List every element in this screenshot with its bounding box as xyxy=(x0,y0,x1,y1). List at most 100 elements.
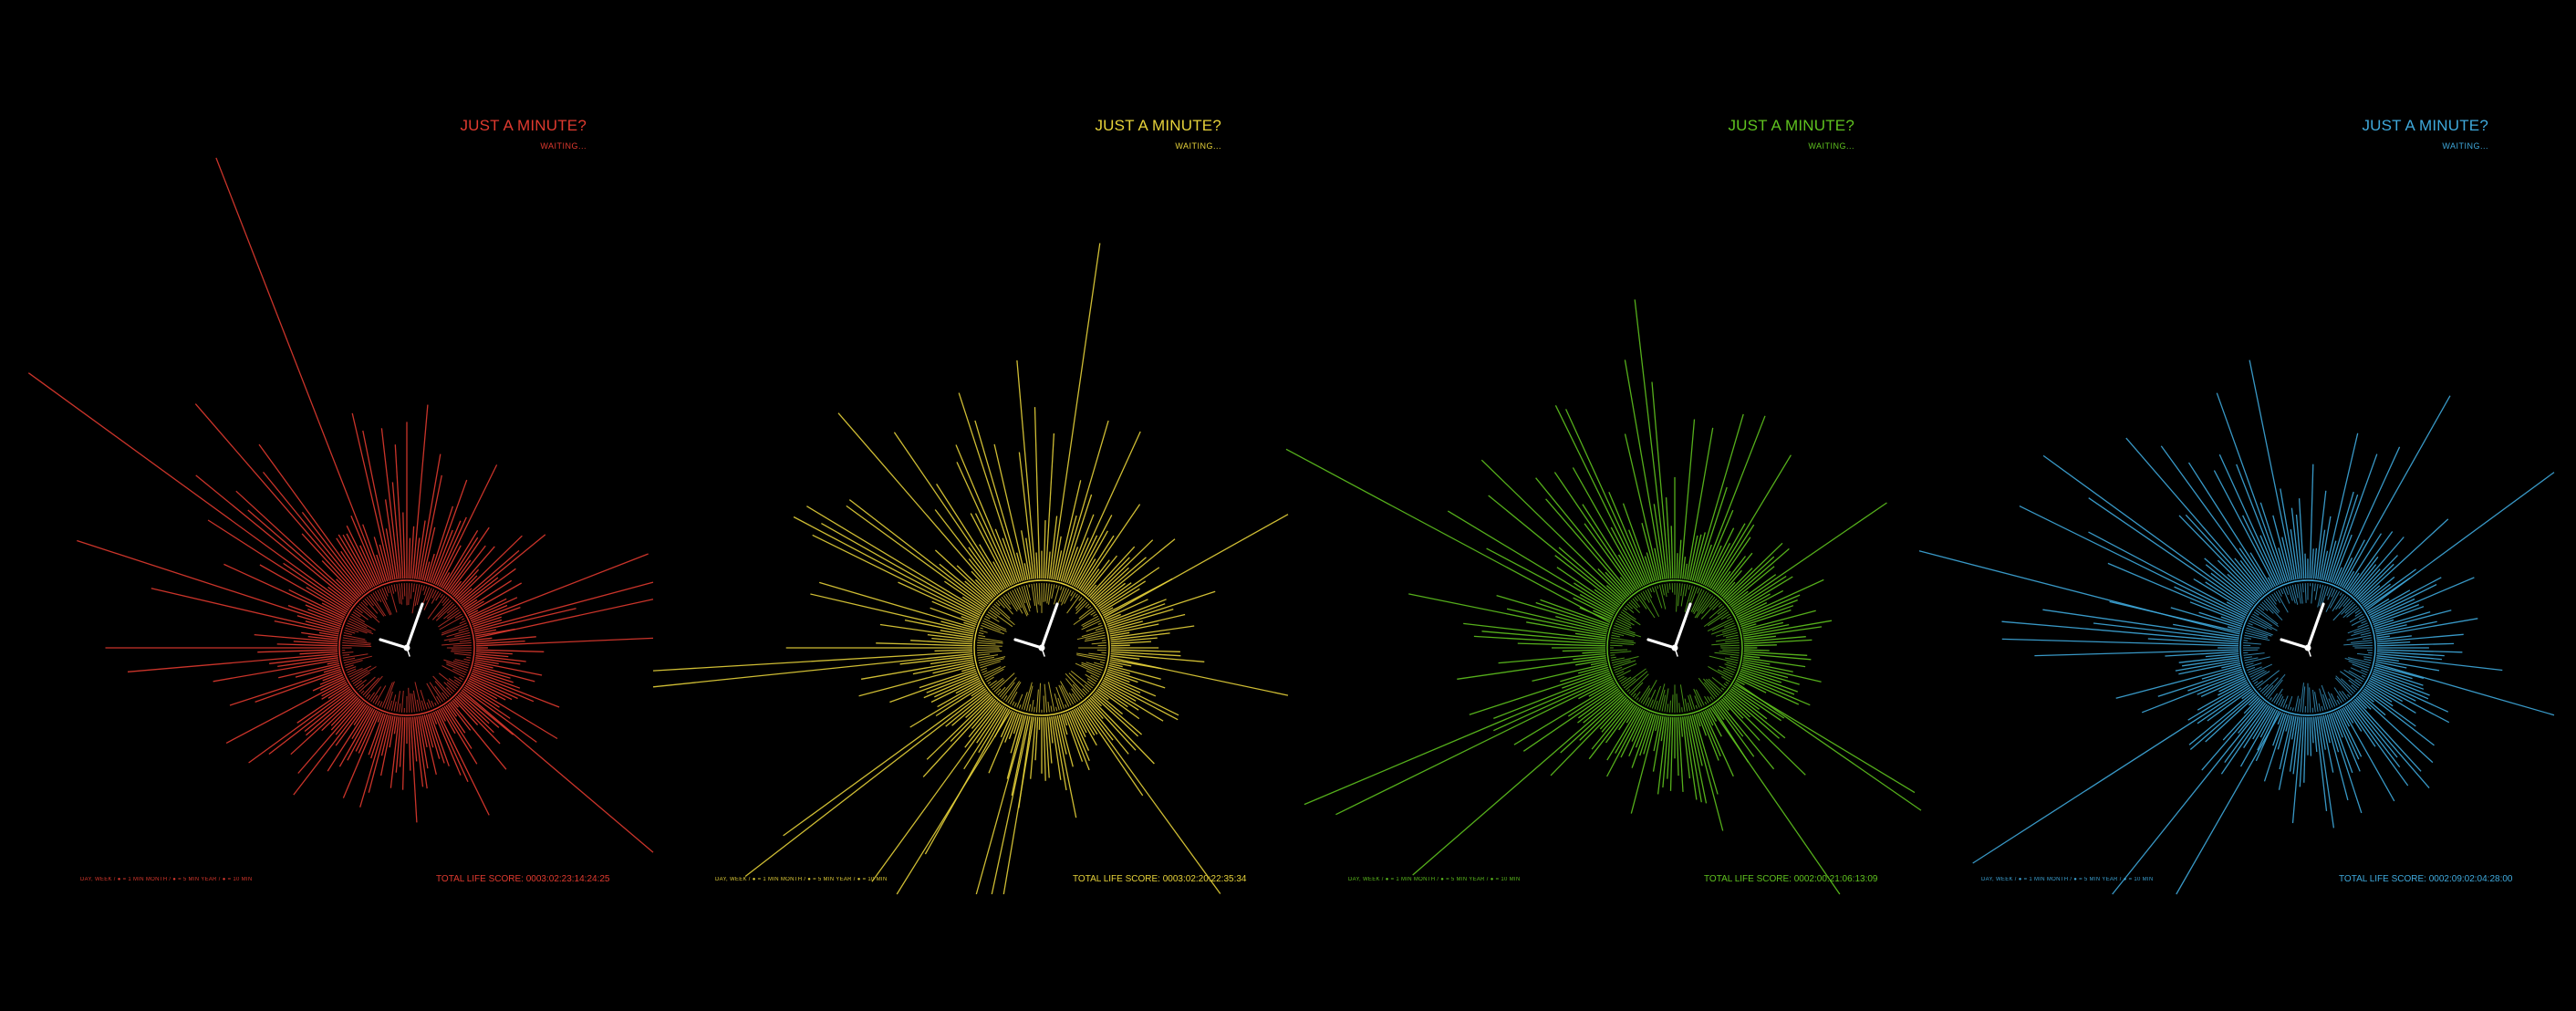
burst-ray xyxy=(1972,684,2250,864)
burst-ray xyxy=(1457,657,1606,680)
inner-tick xyxy=(1698,677,1716,700)
burst-ray xyxy=(1742,623,1790,635)
inner-tick xyxy=(1725,640,1740,642)
burst-ray xyxy=(1101,681,1137,702)
burst-ray xyxy=(1729,590,1749,607)
burst-ray xyxy=(1579,593,1615,615)
inner-tick xyxy=(459,620,466,624)
inner-tick xyxy=(2351,618,2366,626)
inner-tick xyxy=(2245,662,2254,666)
burst-ray xyxy=(1662,716,1670,788)
inner-tick xyxy=(2246,627,2272,637)
inner-tick xyxy=(1078,596,1083,601)
inner-tick xyxy=(1626,603,1634,610)
burst-ray xyxy=(1481,631,1606,643)
burst-ray xyxy=(290,693,357,756)
burst-ray xyxy=(2218,679,2248,696)
inner-tick xyxy=(2304,583,2307,603)
inner-tick xyxy=(1704,682,1718,698)
burst-ray xyxy=(1106,603,1166,626)
burst-ray xyxy=(1579,607,1612,621)
burst-ray xyxy=(1741,621,1784,633)
inner-tick xyxy=(2348,661,2370,669)
inner-tick xyxy=(1085,624,1103,632)
burst-ray xyxy=(418,453,441,580)
burst-ray xyxy=(2367,589,2411,615)
burst-ray xyxy=(362,430,394,580)
burst-ray xyxy=(2198,611,2242,628)
inner-tick xyxy=(1610,637,1634,642)
inner-tick xyxy=(2331,589,2336,598)
burst-ray xyxy=(1643,714,1657,755)
burst-ray xyxy=(2285,714,2291,732)
inner-tick xyxy=(1066,595,1081,614)
burst-ray xyxy=(2281,537,2293,581)
inner-tick xyxy=(1707,696,1711,703)
burst-ray xyxy=(346,525,378,587)
inner-tick xyxy=(990,677,1004,689)
inner-tick xyxy=(984,668,1004,681)
inner-tick xyxy=(990,607,1001,615)
inner-tick xyxy=(983,665,1006,678)
burst-ray xyxy=(395,716,402,773)
burst-ray xyxy=(1109,623,1159,635)
burst-ray xyxy=(377,712,383,723)
burst-ray xyxy=(1062,494,1093,582)
burst-ray xyxy=(1104,599,1148,620)
ray-group xyxy=(1285,299,1922,895)
inner-tick xyxy=(1611,634,1620,638)
life-score-label: TOTAL LIFE SCORE: xyxy=(1073,874,1160,884)
burst-ray xyxy=(229,668,341,706)
burst-ray xyxy=(338,534,372,589)
inner-tick xyxy=(451,651,472,654)
burst-ray xyxy=(2315,716,2328,811)
time-legend: DAY, WEEK / ● = 1 MIN MONTH / ● = 5 MIN … xyxy=(715,877,888,882)
inner-tick xyxy=(441,641,472,646)
inner-tick xyxy=(1628,673,1649,694)
burst-ray xyxy=(2368,577,2442,617)
burst-ray xyxy=(2321,550,2329,580)
inner-tick xyxy=(1722,631,1739,637)
burst-ray xyxy=(431,529,453,584)
burst-ray xyxy=(151,588,340,633)
burst-ray xyxy=(1096,582,1126,607)
burst-ray xyxy=(1740,668,1782,683)
inner-tick xyxy=(2338,596,2349,610)
burst-ray xyxy=(473,668,514,683)
inner-tick xyxy=(427,595,446,620)
inner-tick xyxy=(995,601,1001,607)
inner-tick xyxy=(452,644,472,647)
burst-ray xyxy=(2322,433,2359,581)
burst-ray xyxy=(2375,618,2478,637)
clock-hub-icon xyxy=(403,644,410,651)
burst-ray xyxy=(1053,536,1062,580)
burst-ray xyxy=(2227,573,2258,602)
burst-ray xyxy=(368,714,390,793)
burst-ray xyxy=(473,666,511,679)
burst-ray xyxy=(2226,601,2249,615)
burst-ray xyxy=(940,630,974,637)
inner-tick xyxy=(426,702,431,709)
inner-tick xyxy=(2335,675,2354,694)
burst-ray xyxy=(370,714,387,759)
inner-tick xyxy=(2301,686,2306,713)
inner-tick xyxy=(1661,584,1665,596)
inner-tick xyxy=(1064,589,1072,604)
burst-ray xyxy=(1083,702,1114,741)
inner-tick xyxy=(2269,697,2272,701)
burst-ray xyxy=(2201,666,2242,680)
inner-tick xyxy=(1072,683,1085,698)
burst-ray xyxy=(351,706,372,740)
inner-tick xyxy=(2318,703,2322,712)
burst-ray xyxy=(1554,405,1646,587)
burst-ray xyxy=(127,652,338,672)
burst-ray xyxy=(2367,681,2404,703)
burst-ray xyxy=(306,586,348,613)
inner-tick xyxy=(461,618,465,620)
burst-ray xyxy=(1579,695,1626,741)
inner-tick xyxy=(984,615,991,620)
burst-ray xyxy=(2353,699,2430,789)
burst-ray xyxy=(1628,711,1648,756)
burst-ray xyxy=(2242,515,2279,587)
burst-ray xyxy=(971,699,997,729)
